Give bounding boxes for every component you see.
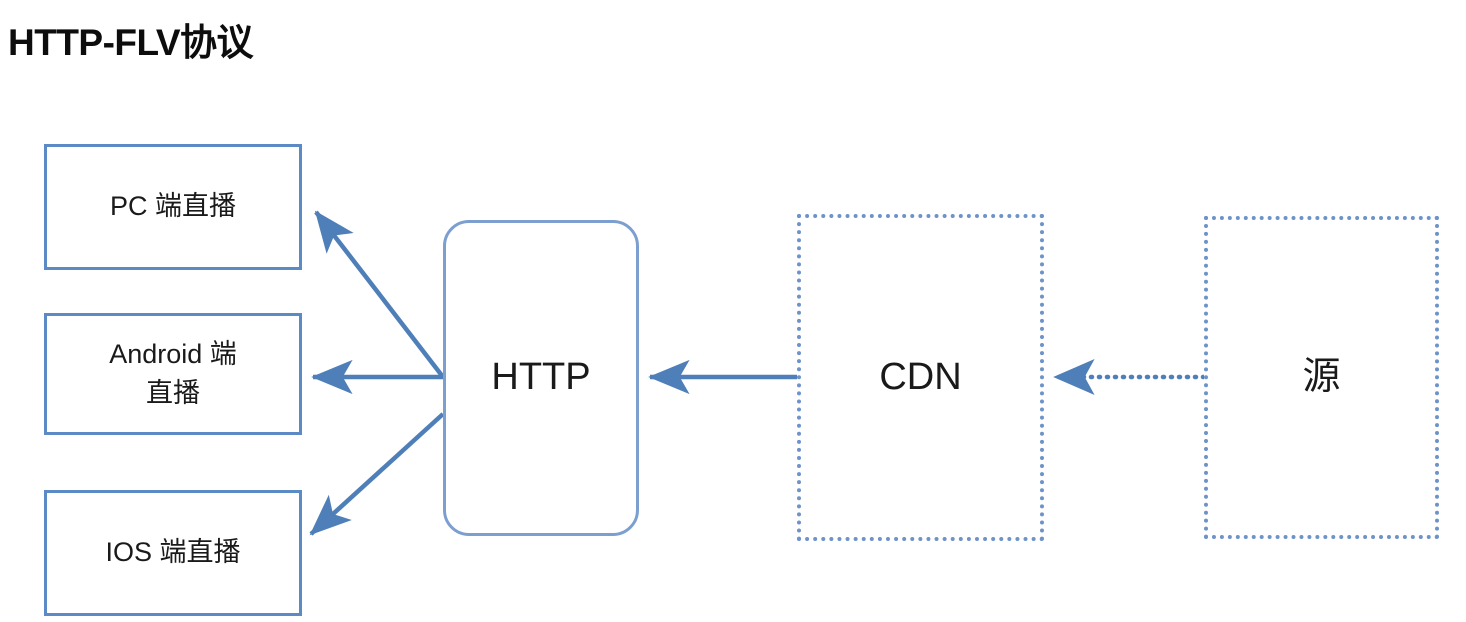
node-origin-label: 源 xyxy=(1302,355,1341,398)
node-http-label: HTTP xyxy=(491,356,591,399)
arrow-http-to-pc xyxy=(314,210,445,379)
node-pc-live-label: PC 端直播 xyxy=(109,191,236,222)
node-cdn-label: CDN xyxy=(879,355,962,398)
node-ios-live-label: IOS 端直播 xyxy=(105,537,241,568)
node-origin[interactable]: 源 xyxy=(1204,216,1439,539)
node-http[interactable]: HTTP xyxy=(443,220,639,536)
node-android-live[interactable]: Android 端 直播 xyxy=(44,313,302,435)
arrow-http-to-ios xyxy=(309,412,445,536)
node-pc-live[interactable]: PC 端直播 xyxy=(44,144,302,270)
node-cdn[interactable]: CDN xyxy=(797,214,1044,541)
page-title: HTTP-FLV协议 xyxy=(8,22,254,63)
node-ios-live[interactable]: IOS 端直播 xyxy=(44,490,302,616)
node-android-live-label: Android 端 直播 xyxy=(109,338,237,408)
